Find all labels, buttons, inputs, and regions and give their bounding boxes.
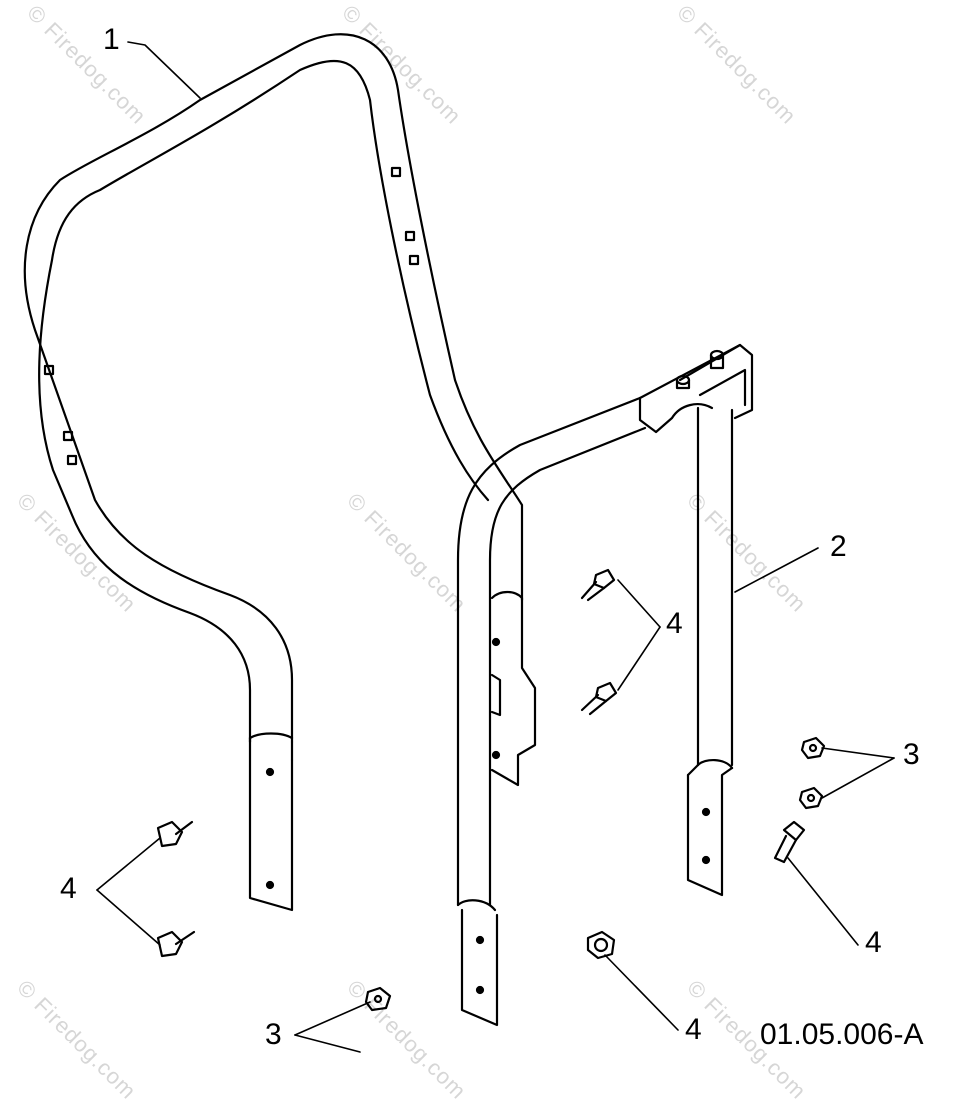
leader-lines: [96, 41, 895, 1053]
bolt-icon: [156, 820, 194, 848]
bolt-icon: [156, 930, 196, 958]
diagram-reference-code: 01.05.006-A: [760, 1018, 924, 1051]
bolt-icon: [580, 681, 618, 716]
callout-bolt-left: 4: [60, 872, 77, 905]
frame-part-1: [23, 33, 524, 912]
nut-icon: [364, 986, 392, 1012]
callout-bolt-center: 4: [666, 607, 683, 640]
bolt-icon: [580, 568, 616, 602]
callout-nut-right: 3: [903, 738, 920, 771]
callout-nut-bottom-center: 4: [685, 1013, 702, 1046]
callout-bolt-right-lower: 4: [865, 926, 882, 959]
callout-part-1: 1: [103, 23, 120, 56]
nut-icon: [798, 786, 824, 810]
nut-icon: [586, 930, 616, 960]
callout-nut-bottom: 3: [265, 1018, 282, 1051]
callout-part-2: 2: [830, 530, 847, 563]
nut-icon: [800, 736, 826, 760]
frame-part-2: [456, 343, 754, 1027]
bolt-icon: [773, 820, 806, 864]
